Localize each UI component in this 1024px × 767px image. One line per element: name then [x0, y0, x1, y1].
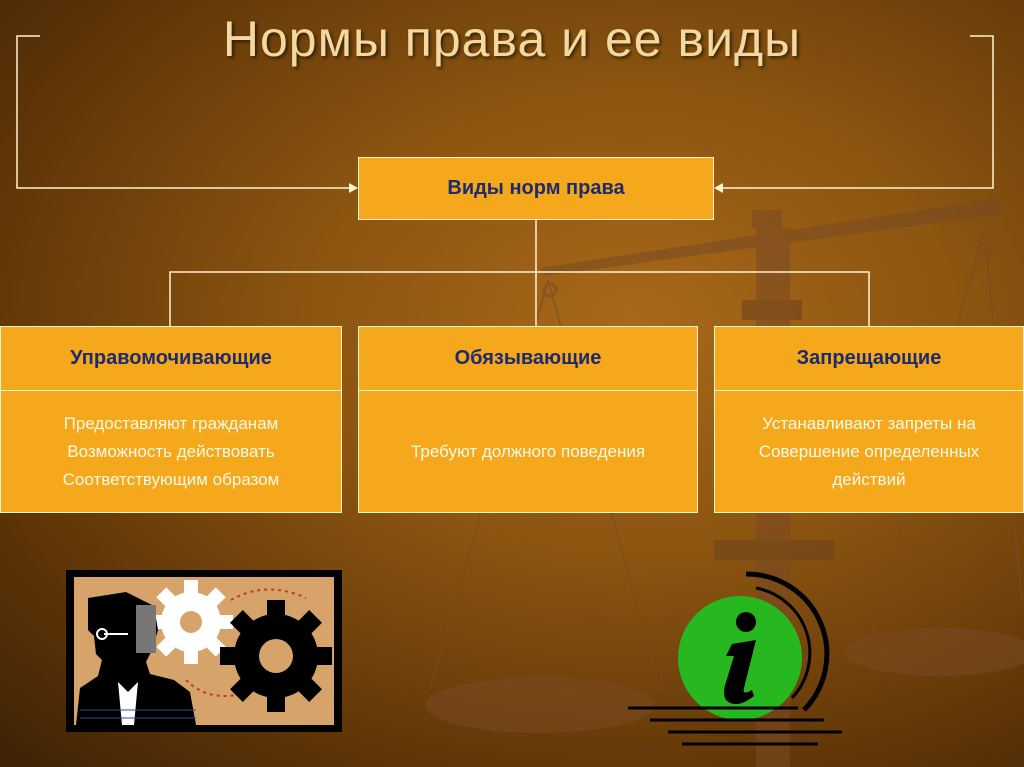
category-column-empowering: Управомочивающие Предоставляют гражданам…	[0, 326, 342, 513]
category-description: Требуют должного поведения	[358, 391, 698, 513]
category-heading: Управомочивающие	[0, 326, 342, 391]
tree-connectors	[169, 220, 870, 326]
title-connector-left	[16, 35, 350, 189]
businessman-gears-icon	[66, 570, 342, 732]
arrow-left-icon	[714, 183, 723, 193]
info-icon	[628, 571, 842, 746]
category-column-prohibiting: Запрещающие Устанавливают запреты на Сов…	[714, 326, 1024, 513]
category-description: Устанавливают запреты на Совершение опре…	[714, 391, 1024, 513]
category-description: Предоставляют гражданам Возможность дейс…	[0, 391, 342, 513]
diagram-root-box: Виды норм права	[358, 157, 714, 220]
category-heading: Запрещающие	[714, 326, 1024, 391]
slide-title: Нормы права и ее виды	[222, 11, 802, 67]
arrow-right-icon	[349, 183, 358, 193]
title-connector-right	[723, 35, 994, 189]
category-column-obligating: Обязывающие Требуют должного поведения	[358, 326, 698, 513]
category-heading: Обязывающие	[358, 326, 698, 391]
